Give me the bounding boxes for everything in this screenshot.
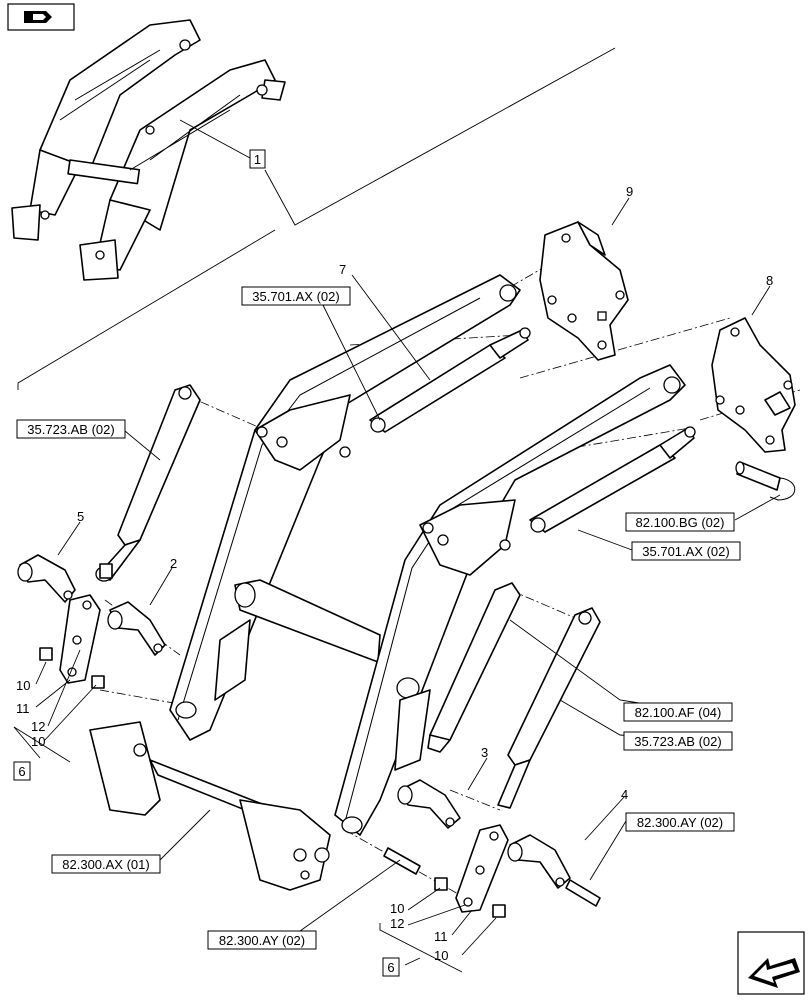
frame-mount [89,721,331,891]
svg-text:82.300.AX (01): 82.300.AX (01) [62,857,149,872]
callout-4: 4 [621,787,628,802]
tilt-cylinder-lower [529,426,696,533]
mounting-bracket-9 [539,221,629,361]
ref-35701ax-upper[interactable]: 35.701.AX (02) [241,286,351,306]
ref-82100bg[interactable]: 82.100.BG (02) [625,512,735,532]
svg-text:6: 6 [387,960,394,975]
callout-1: 1 [249,149,266,169]
callout-10-c: 10 [390,901,404,916]
svg-text:82.100.BG (02): 82.100.BG (02) [636,515,725,530]
callout-12-b: 12 [390,916,404,931]
ref-35701ax-lower[interactable]: 35.701.AX (02) [631,541,741,561]
leader-lines [13,197,781,973]
bucket-cylinder-left [95,384,201,582]
bucket-cylinder-right [497,607,601,809]
svg-text:35.701.AX (02): 35.701.AX (02) [252,289,339,304]
right-loader-arm [334,364,686,836]
mounting-bracket-8 [711,317,796,453]
link-3 [397,779,461,829]
callout-10-a: 10 [16,678,30,693]
next-page-arrow-icon[interactable] [737,931,805,995]
section-overview-icon[interactable] [7,3,75,31]
svg-text:1: 1 [254,152,261,167]
svg-text:35.723.AB (02): 35.723.AB (02) [634,734,721,749]
callout-10-d: 10 [434,948,448,963]
tilt-cylinder-upper [369,327,531,433]
loader-overview-thumbnail [11,19,286,281]
callout-8: 8 [766,273,773,288]
callout-11-b: 11 [434,929,448,944]
link-5 [17,554,76,603]
callout-9: 9 [626,184,633,199]
callout-11-a: 11 [16,701,30,716]
lock-pin [735,461,796,501]
callout-5: 5 [77,509,84,524]
link-2 [107,601,166,656]
leveling-rod [427,582,521,753]
svg-text:35.723.AB (02): 35.723.AB (02) [27,422,114,437]
ref-82300ax[interactable]: 82.300.AX (01) [51,854,161,874]
callout-6-right: 6 [382,957,400,977]
ref-82300ay-bottom[interactable]: 82.300.AY (02) [207,930,317,950]
svg-text:82.300.AY (02): 82.300.AY (02) [219,933,305,948]
bushings [39,563,506,918]
ref-82100af[interactable]: 82.100.AF (04) [623,702,733,722]
callout-3: 3 [481,745,488,760]
svg-text:82.300.AY (02): 82.300.AY (02) [637,815,723,830]
ref-35723ab-right[interactable]: 35.723.AB (02) [623,731,733,751]
ref-82300ay-right[interactable]: 82.300.AY (02) [625,812,735,832]
left-loader-arm [169,274,521,741]
svg-text:35.701.AX (02): 35.701.AX (02) [642,544,729,559]
callout-6-left: 6 [13,761,31,781]
lever-right [455,824,509,913]
callout-10-b: 10 [31,734,45,749]
link-4 [507,834,571,889]
callout-7: 7 [339,262,346,277]
svg-text:82.100.AF (04): 82.100.AF (04) [635,705,722,720]
callout-12-a: 12 [31,719,45,734]
svg-text:6: 6 [18,764,25,779]
lever-left [59,594,101,684]
callout-2: 2 [170,556,177,571]
ref-35723ab-left[interactable]: 35.723.AB (02) [16,419,126,439]
pins [383,847,601,907]
cross-tube [234,579,381,663]
